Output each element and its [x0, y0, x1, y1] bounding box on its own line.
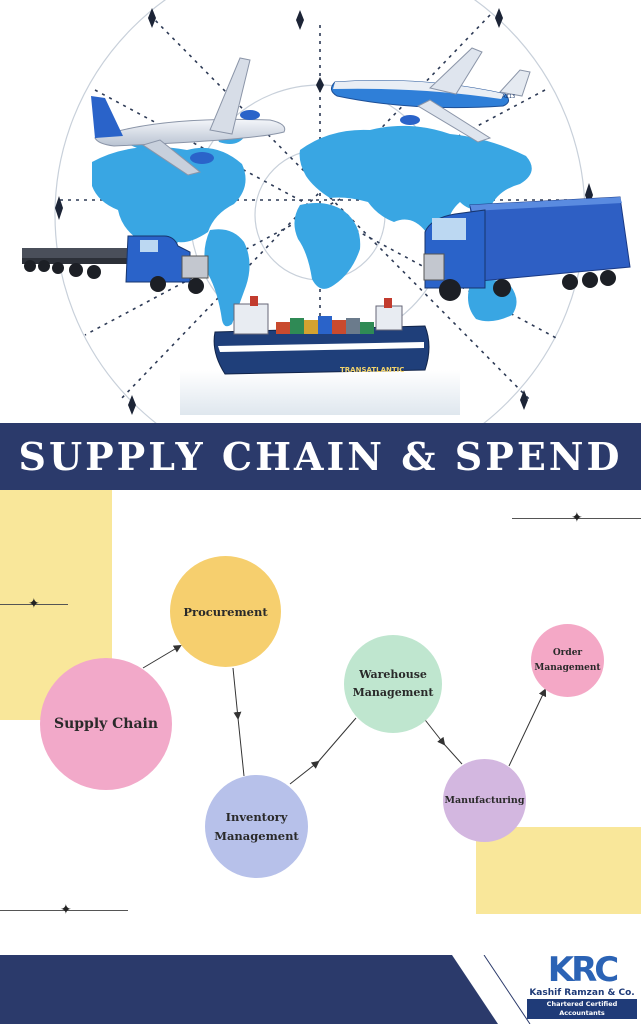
divider-line-top-right [512, 518, 641, 519]
title-banner: SUPPLY CHAIN & SPEND [0, 423, 641, 490]
node-warehouse-management: Warehouse Management [344, 635, 442, 733]
arrow-manufacturing-to-order [508, 688, 547, 767]
node-label: Manufacturing [444, 795, 525, 806]
sparkle-icon: ✦ [28, 596, 40, 612]
page-title: SUPPLY CHAIN & SPEND [18, 434, 623, 479]
logo-company-name: Kashif Ramzan & Co. [529, 988, 635, 998]
container-truck-icon [423, 196, 631, 301]
airplane-left-icon [91, 57, 286, 176]
node-label-line1: Order [552, 647, 583, 658]
divider-line-left [0, 604, 68, 605]
node-manufacturing: Manufacturing [443, 759, 526, 842]
node-supply-chain: Supply Chain [40, 658, 172, 790]
logo-mark: KRC [547, 950, 619, 990]
footer-bar [0, 955, 531, 1024]
node-label-line2: Management [352, 686, 434, 699]
svg-text:AZ13: AZ13 [502, 94, 515, 100]
flow-connectors [142, 644, 547, 785]
node-procurement: Procurement [170, 556, 281, 667]
node-label: Supply Chain [53, 716, 159, 732]
arrow-inventory-to-warehouse-a [289, 760, 320, 785]
svg-text:TRANSATLANTIC: TRANSATLANTIC [340, 366, 404, 374]
arrow-warehouse-to-manufacturing [421, 715, 446, 746]
divider-line-bottom-left [0, 910, 128, 911]
sparkle-icon: ✦ [571, 510, 583, 526]
airplane-right-icon: AZ13 [331, 47, 531, 143]
sparkle-icon: ✦ [60, 902, 72, 918]
logistics-hero-illustration: AZ13 [22, 0, 631, 423]
container-ship-icon: TRANSATLANTIC [213, 296, 430, 375]
node-label-line1: Inventory [225, 809, 288, 824]
logo-tagline: Chartered Certified Accountants [527, 999, 637, 1019]
arrow-supply-to-procurement [142, 644, 182, 669]
arrow-procurement-to-inventory [232, 667, 242, 720]
node-label: Procurement [183, 604, 268, 619]
flatbed-truck-icon [22, 235, 209, 294]
node-order-management: Order Management [531, 624, 604, 697]
sea-reflection [180, 370, 460, 415]
node-label-line2: Management [534, 662, 601, 673]
company-logo: KRC Kashif Ramzan & Co. Chartered Certif… [527, 950, 637, 1019]
node-label-line1: Warehouse [359, 668, 427, 681]
yellow-accent-block-right [476, 827, 641, 914]
node-label-line2: Management [214, 828, 299, 843]
node-inventory-management: Inventory Management [205, 775, 308, 878]
